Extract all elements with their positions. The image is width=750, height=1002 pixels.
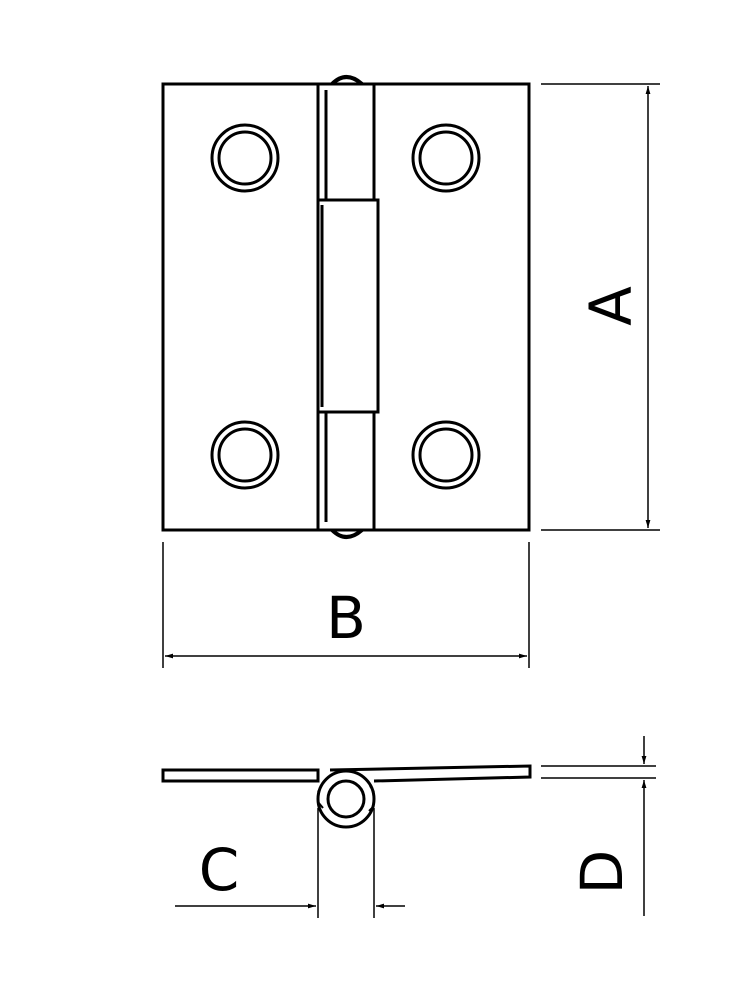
hinge-leaves-outline — [161, 82, 531, 532]
dimension-d-label: D — [568, 850, 636, 895]
screw-hole — [411, 123, 481, 193]
dimension-a-label: A — [577, 286, 645, 326]
dimension-d — [541, 736, 656, 916]
dimension-b — [162, 542, 530, 668]
dimension-b-label: B — [326, 584, 366, 652]
screw-hole — [411, 420, 481, 490]
hinge-front-view — [161, 75, 531, 539]
dimension-a — [541, 83, 660, 531]
screw-hole — [210, 420, 280, 490]
dimension-c — [175, 808, 405, 918]
hinge-side-view — [161, 764, 532, 829]
hinge-knuckle — [316, 75, 380, 539]
dimension-c-label: C — [199, 836, 240, 904]
screw-hole — [210, 123, 280, 193]
